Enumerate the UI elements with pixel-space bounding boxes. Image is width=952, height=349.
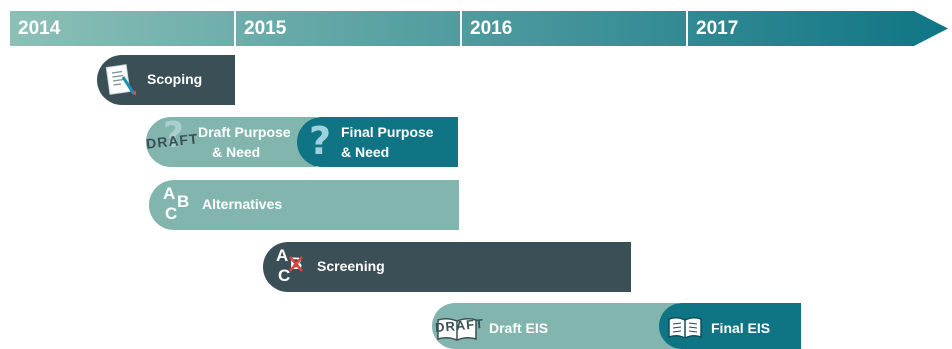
phase-label-line1: Draft Purpose (198, 124, 291, 140)
phase-label-line1: Final Purpose (341, 124, 434, 140)
letter-c: C (278, 266, 291, 285)
letter-a: A (163, 184, 176, 203)
year-divider (460, 11, 462, 46)
phase-bar-draft-purpose-need: ? DRAFT Draft Purpose & Need (146, 117, 316, 167)
phase-label-line2: & Need (212, 144, 261, 160)
phase-bar-scoping: Scoping (97, 55, 235, 105)
timeline-header: 2014 2015 2016 2017 (10, 11, 948, 46)
phase-bar-draft-eis: DRAFT Draft EIS (432, 303, 678, 349)
cross-out-icon (289, 256, 303, 272)
open-book-icon (437, 317, 477, 341)
phase-label: Final EIS (711, 320, 771, 336)
year-label-2016: 2016 (470, 18, 513, 39)
phase-label-line2: & Need (341, 144, 390, 160)
abc-crossed-letters-icon: A B C (276, 246, 312, 288)
phase-label: Draft EIS (489, 320, 549, 336)
letter-a: A (276, 246, 289, 265)
phase-bar-final-eis: Final EIS (659, 303, 801, 349)
phase-bar-screening: A B C Screening (263, 242, 631, 292)
abc-letters-icon: A B C (163, 184, 199, 226)
phase-label: Screening (317, 258, 385, 274)
open-book-icon (668, 316, 702, 339)
year-label-2017: 2017 (696, 18, 739, 39)
document-pencil-icon (105, 64, 136, 96)
letter-b: B (177, 192, 190, 211)
phase-label: Scoping (147, 71, 203, 87)
phase-bar-alternatives: A B C Alternatives (149, 180, 459, 230)
timeline-arrow (10, 11, 948, 46)
draft-stamp: DRAFT (146, 130, 200, 152)
question-mark-icon: ? (309, 119, 332, 163)
phase-bar-final-purpose-need: ? Final Purpose & Need (297, 117, 458, 167)
year-label-2014: 2014 (18, 18, 61, 39)
year-divider (686, 11, 688, 46)
phase-label: Alternatives (202, 196, 283, 212)
year-label-2015: 2015 (244, 18, 287, 39)
letter-c: C (165, 204, 178, 223)
question-mark-icon: ? (163, 117, 184, 156)
year-divider (234, 11, 236, 46)
